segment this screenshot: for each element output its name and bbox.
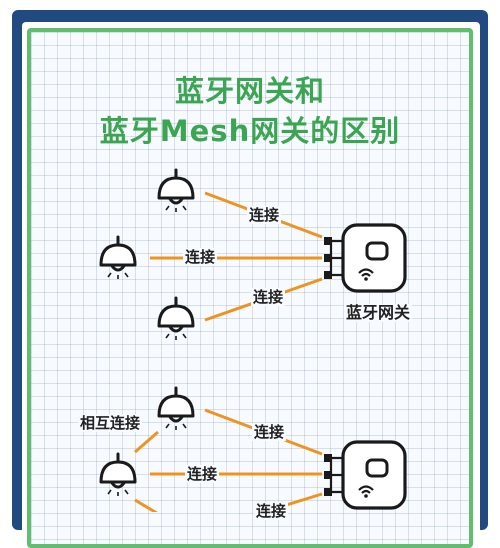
lamp-icon [157,168,195,214]
link-label-middle: 连接 [183,248,218,266]
lamp-icon [157,386,195,432]
title-line-2: 蓝牙Mesh网关的区别 [99,114,401,148]
mesh-link-label-top: 连接 [252,423,287,441]
infographic: 蓝牙网关和 蓝牙Mesh网关的区别 [12,10,488,548]
gateway-router-icon [322,440,407,510]
mesh-link-label-middle: 连接 [185,465,220,483]
lamp-icon [157,296,195,342]
gateway-label: 蓝牙网关 [344,303,413,322]
title-line-1: 蓝牙网关和 [174,74,325,108]
bottom-connectors [134,408,323,512]
lamp-icon [99,235,137,281]
comparison-diagram [99,168,407,512]
mesh-link-label-bottom: 连接 [254,502,289,520]
lamp-icon [99,452,137,498]
link-label-bottom: 连接 [251,288,286,306]
gateway-router-icon [322,223,407,293]
link-label-top: 连接 [247,206,282,224]
mutual-link-label: 相互连接 [78,414,143,432]
